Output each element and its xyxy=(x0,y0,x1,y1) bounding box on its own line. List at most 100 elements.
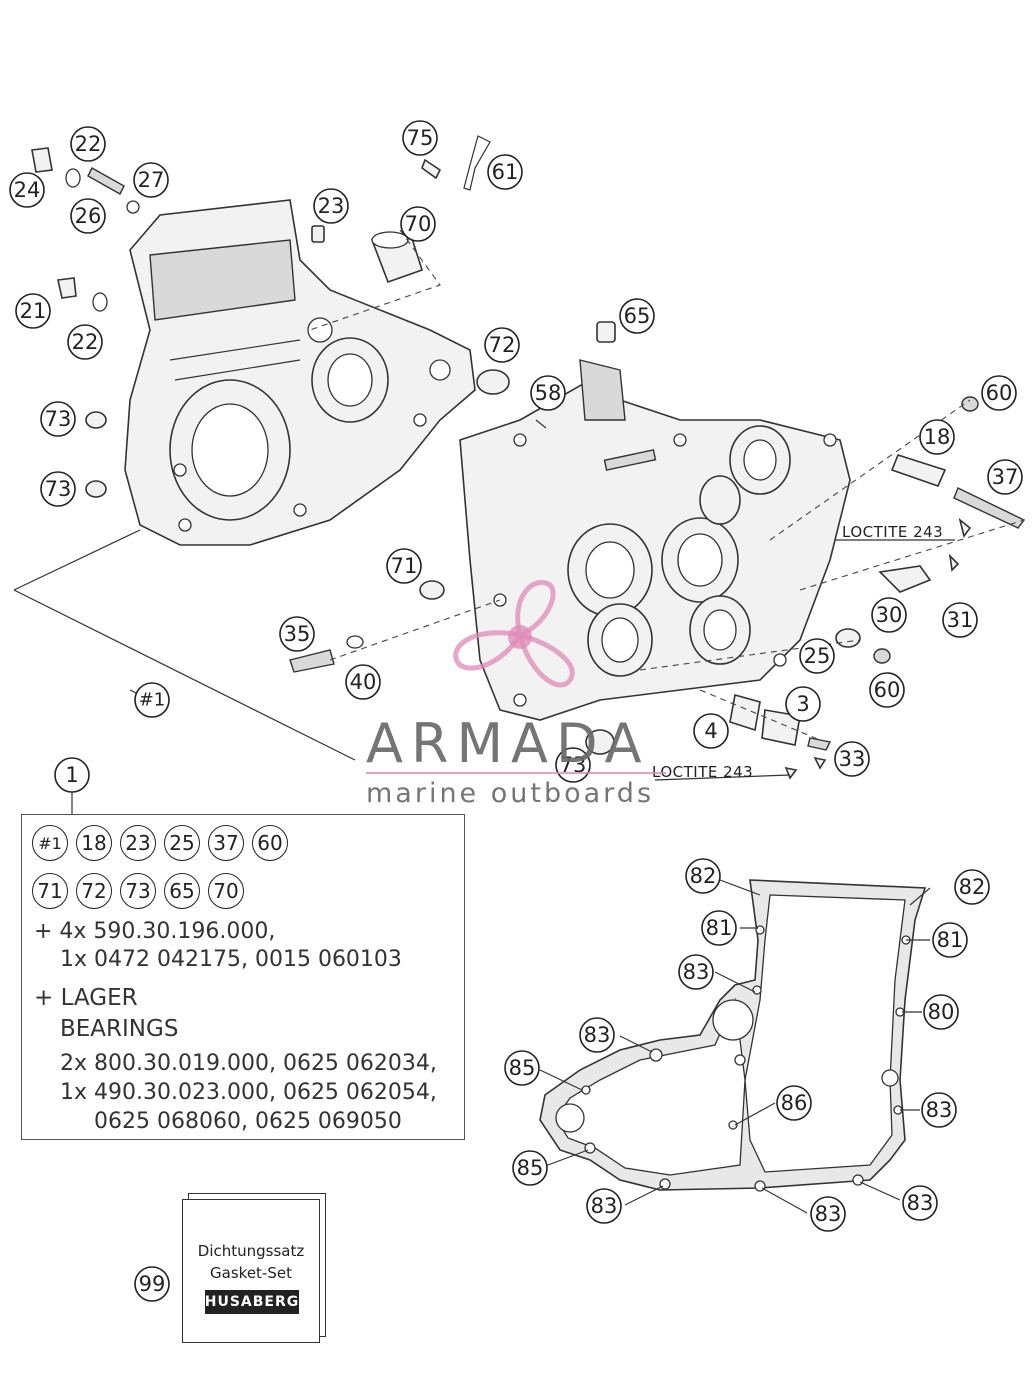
callout-83: 83 xyxy=(810,1196,846,1232)
svg-text:83: 83 xyxy=(584,1023,611,1047)
kit-line-5: 2x 800.30.019.000, 0625 062034, xyxy=(60,1051,437,1076)
svg-text:40: 40 xyxy=(350,670,377,694)
svg-text:86: 86 xyxy=(781,1091,808,1115)
callout-4: 4 xyxy=(693,713,729,749)
kit-chip: 25 xyxy=(164,825,200,861)
callout-81: 81 xyxy=(701,910,737,946)
svg-text:60: 60 xyxy=(986,381,1013,405)
callout-58: 58 xyxy=(530,375,566,411)
svg-text:65: 65 xyxy=(624,304,651,328)
watermark-title: ARMADA xyxy=(366,712,650,775)
callout-26: 26 xyxy=(70,198,106,234)
svg-text:26: 26 xyxy=(75,204,102,228)
kit-line-6: 1x 490.30.023.000, 0625 062054, xyxy=(60,1080,437,1105)
svg-text:1: 1 xyxy=(65,763,78,787)
svg-text:37: 37 xyxy=(992,465,1019,489)
kit-line-4: BEARINGS xyxy=(60,1016,179,1042)
svg-text:81: 81 xyxy=(706,916,733,940)
kit-line-2: 1x 0472 042175, 0015 060103 xyxy=(60,947,402,972)
callout-70: 70 xyxy=(400,206,436,242)
callout-85: 85 xyxy=(512,1150,548,1186)
kit-line-1: + 4x 590.30.196.000, xyxy=(34,919,276,944)
callout-83: 83 xyxy=(579,1017,615,1053)
svg-text:85: 85 xyxy=(509,1056,536,1080)
kit-line-3: + LAGER xyxy=(34,985,138,1011)
kit-chip: 65 xyxy=(164,873,200,909)
callout-22: 22 xyxy=(70,126,106,162)
callout-24: 24 xyxy=(9,172,45,208)
loctite-note-upper: LOCTITE 243 xyxy=(842,523,943,541)
callout-61: 61 xyxy=(487,154,523,190)
callout-1: 1 xyxy=(54,757,90,793)
svg-text:73: 73 xyxy=(45,407,72,431)
callout-82: 82 xyxy=(954,869,990,905)
callout-73: 73 xyxy=(40,471,76,507)
svg-text:80: 80 xyxy=(928,1000,955,1024)
callout-73: 73 xyxy=(40,401,76,437)
svg-text:31: 31 xyxy=(947,608,974,632)
small-parts xyxy=(31,135,1026,780)
callout-37: 37 xyxy=(987,459,1023,495)
svg-text:82: 82 xyxy=(690,864,717,888)
kit-line-7: 0625 068060, 0625 069050 xyxy=(94,1109,402,1134)
svg-text:81: 81 xyxy=(937,928,964,952)
kit-row-1: #1 18 23 25 37 60 xyxy=(32,825,288,861)
callout-85: 85 xyxy=(504,1050,540,1086)
svg-text:35: 35 xyxy=(284,622,311,646)
callout-33: 33 xyxy=(834,741,870,777)
loctite-note-lower: LOCTITE 243 xyxy=(652,763,753,781)
kit-chip: 23 xyxy=(120,825,156,861)
svg-text:75: 75 xyxy=(407,126,434,150)
kit-chip: 37 xyxy=(208,825,244,861)
svg-text:30: 30 xyxy=(876,603,903,627)
callout-81: 81 xyxy=(932,922,968,958)
callout-18: 18 xyxy=(919,419,955,455)
callout-hash-1: #1 xyxy=(134,682,170,718)
callout-65: 65 xyxy=(619,298,655,334)
svg-text:83: 83 xyxy=(907,1191,934,1215)
kit-chip: 70 xyxy=(208,873,244,909)
svg-text:22: 22 xyxy=(72,330,99,354)
kit-chip: 71 xyxy=(32,873,68,909)
kit-chip: 72 xyxy=(76,873,112,909)
gasket-set-line-2: Gasket-Set xyxy=(210,1264,292,1282)
callout-60: 60 xyxy=(869,672,905,708)
callout-23: 23 xyxy=(313,188,349,224)
svg-text:83: 83 xyxy=(926,1098,953,1122)
callout-71: 71 xyxy=(386,548,422,584)
svg-text:23: 23 xyxy=(318,194,345,218)
svg-text:22: 22 xyxy=(75,132,102,156)
callout-40: 40 xyxy=(345,664,381,700)
svg-text:#1: #1 xyxy=(139,690,166,711)
kit-contents-box: #1 18 23 25 37 60 71 72 73 65 70 + 4x 59… xyxy=(21,814,465,1140)
svg-text:71: 71 xyxy=(391,554,418,578)
svg-text:24: 24 xyxy=(14,178,41,202)
callout-35: 35 xyxy=(279,616,315,652)
svg-text:25: 25 xyxy=(804,644,831,668)
left-crankcase-half xyxy=(124,199,476,546)
svg-text:83: 83 xyxy=(683,960,710,984)
right-crankcase-half xyxy=(459,359,851,721)
gasket-set-line-1: Dichtungssatz xyxy=(197,1242,305,1260)
kit-chip: 73 xyxy=(120,873,156,909)
svg-text:58: 58 xyxy=(535,381,562,405)
husaberg-logo: HUSABERG xyxy=(205,1290,299,1314)
callout-99: 99 xyxy=(134,1266,170,1302)
callout-83: 83 xyxy=(921,1092,957,1128)
callout-22: 22 xyxy=(67,324,103,360)
kit-chip: #1 xyxy=(32,825,68,861)
watermark-rule xyxy=(366,772,666,774)
callout-86: 86 xyxy=(776,1085,812,1121)
kit-chip: 60 xyxy=(252,825,288,861)
callout-25: 25 xyxy=(799,638,835,674)
svg-text:99: 99 xyxy=(139,1272,166,1296)
callout-82: 82 xyxy=(685,858,721,894)
kit-row-2: 71 72 73 65 70 xyxy=(32,873,244,909)
callout-80: 80 xyxy=(923,994,959,1030)
callout-83: 83 xyxy=(586,1188,622,1224)
gasket-set-box: Dichtungssatz Gasket-Set HUSABERG xyxy=(182,1199,320,1343)
svg-text:3: 3 xyxy=(796,692,809,716)
svg-text:83: 83 xyxy=(815,1202,842,1226)
callout-31: 31 xyxy=(942,602,978,638)
svg-text:85: 85 xyxy=(517,1156,544,1180)
